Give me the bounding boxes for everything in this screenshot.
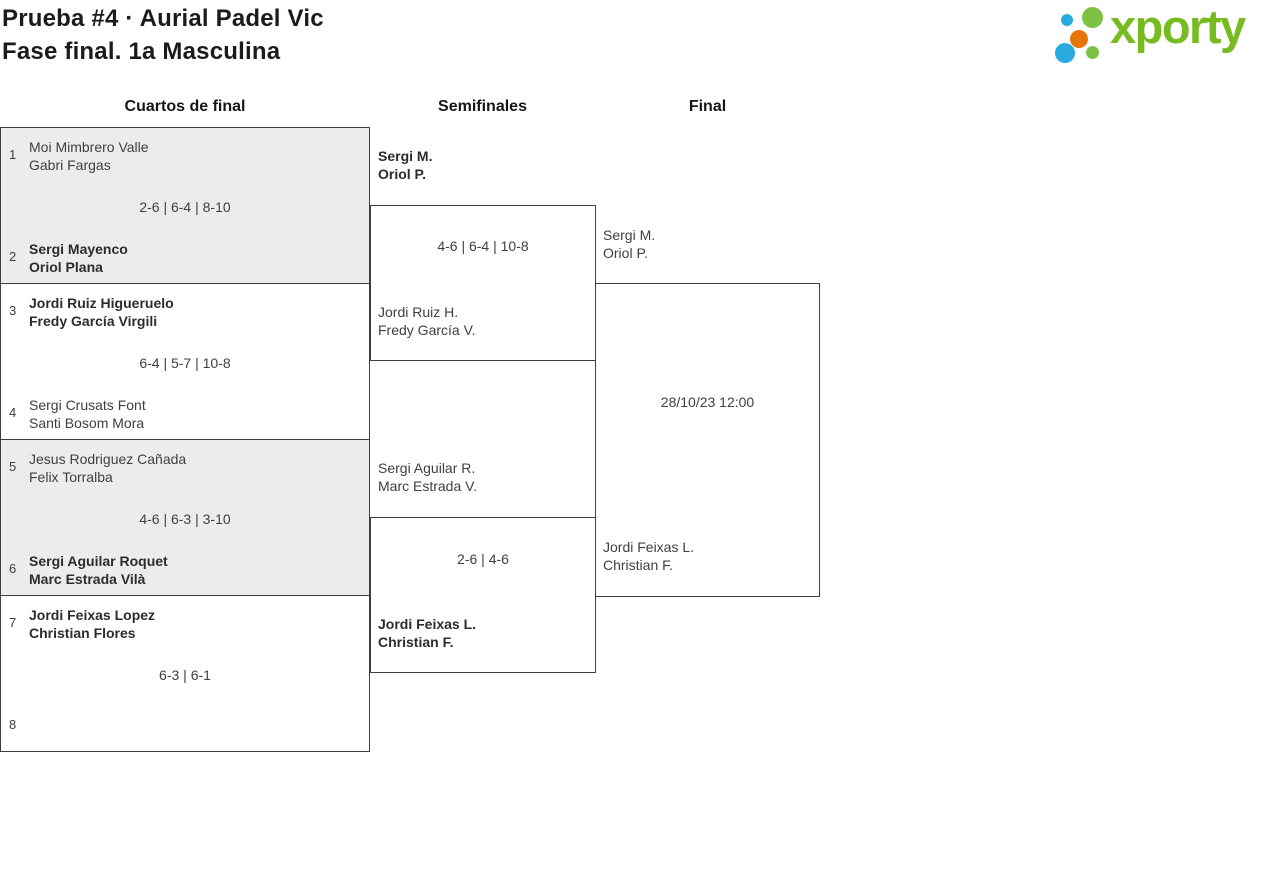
seed-number: 5	[9, 459, 17, 474]
player-name: Santi Bosom Mora	[29, 415, 145, 431]
team-names: Sergi Crusats Font Santi Bosom Mora	[29, 396, 146, 432]
sf1-team-top-winner: Sergi M. Oriol P.	[378, 147, 432, 183]
player-name: Oriol Plana	[29, 259, 103, 275]
match-score: 2-6 | 6-4 | 8-10	[139, 199, 231, 215]
sf2-team-top: Sergi Aguilar R. Marc Estrada V.	[378, 459, 477, 495]
seed-number: 1	[9, 147, 17, 162]
team-names-winner: Jordi Ruiz Higueruelo Fredy García Virgi…	[29, 294, 174, 330]
seed-number: 2	[9, 249, 17, 264]
page-title-line2: Fase final. 1a Masculina	[2, 38, 281, 65]
final-match	[595, 283, 820, 597]
player-name: Fredy García V.	[378, 322, 476, 338]
seed-number: 6	[9, 561, 17, 576]
player-name: Jordi Ruiz H.	[378, 304, 459, 320]
player-name: Jordi Feixas Lopez	[29, 607, 156, 623]
team-names: Moi Mimbrero Valle Gabri Fargas	[29, 138, 149, 174]
team-names-winner: Jordi Feixas Lopez Christian Flores	[29, 606, 155, 642]
player-name: Jesus Rodriguez Cañada	[29, 451, 187, 467]
player-name: Jordi Ruiz Higueruelo	[29, 295, 174, 311]
xporty-logo[interactable]: xporty	[1048, 0, 1276, 71]
quarterfinal-match-3: 5 Jesus Rodriguez Cañada Felix Torralba …	[0, 439, 370, 596]
player-name: Jordi Feixas L.	[603, 539, 695, 555]
seed-number: 7	[9, 615, 17, 630]
seed-number: 4	[9, 405, 17, 420]
logo-dot-green-large	[1082, 7, 1103, 28]
page-title-line1: Prueba #4 · Aurial Padel Vic	[2, 5, 324, 32]
player-name: Christian F.	[603, 557, 674, 573]
player-name: Sergi Crusats Font	[29, 397, 146, 413]
team-names-winner: Sergi Mayenco Oriol Plana	[29, 240, 128, 276]
quarterfinal-match-2: 3 Jordi Ruiz Higueruelo Fredy García Vir…	[0, 283, 370, 440]
sf2-score: 2-6 | 4-6	[457, 551, 509, 567]
semifinal-match-1	[370, 205, 596, 361]
match-score: 6-4 | 5-7 | 10-8	[139, 355, 231, 371]
player-name: Moi Mimbrero Valle	[29, 139, 149, 155]
seed-number: 3	[9, 303, 17, 318]
semifinal-match-2	[370, 517, 596, 673]
player-name: Sergi M.	[378, 148, 433, 164]
player-name: Sergi Mayenco	[29, 241, 128, 257]
page-title: Prueba #4 · Aurial Padel Vic Fase final.…	[2, 2, 324, 68]
sf2-team-bottom-winner: Jordi Feixas L. Christian F.	[378, 615, 476, 651]
logo-dot-green-small	[1086, 46, 1099, 59]
player-name: Oriol P.	[378, 166, 426, 182]
player-name: Marc Estrada Vilà	[29, 571, 146, 587]
player-name: Christian F.	[378, 634, 454, 650]
player-name: Fredy García Virgili	[29, 313, 158, 329]
player-name: Gabri Fargas	[29, 157, 111, 173]
team-names-winner: Sergi Aguilar Roquet Marc Estrada Vilà	[29, 552, 168, 588]
match-score: 6-3 | 6-1	[159, 667, 211, 683]
player-name: Marc Estrada V.	[378, 478, 478, 494]
player-name: Felix Torralba	[29, 469, 113, 485]
logo-text: xporty	[1110, 0, 1246, 53]
sf1-team-bottom: Jordi Ruiz H. Fredy García V.	[378, 303, 476, 339]
match-score: 4-6 | 6-3 | 3-10	[139, 511, 231, 527]
final-schedule: 28/10/23 12:00	[660, 394, 755, 410]
quarterfinal-match-4: 7 Jordi Feixas Lopez Christian Flores 6-…	[0, 595, 370, 752]
column-header-semifinals: Semifinales	[438, 98, 527, 115]
column-header-final: Final	[688, 98, 727, 115]
player-name: Sergi Aguilar Roquet	[29, 553, 168, 569]
player-name: Sergi M.	[603, 227, 656, 243]
final-team-bottom: Jordi Feixas L. Christian F.	[603, 538, 694, 574]
seed-number: 8	[9, 717, 17, 732]
logo-dot-orange	[1070, 30, 1088, 48]
logo-dot-blue-small	[1061, 14, 1073, 26]
final-team-top: Sergi M. Oriol P.	[603, 226, 655, 262]
player-name: Christian Flores	[29, 625, 136, 641]
player-name: Sergi Aguilar R.	[378, 460, 476, 476]
player-name: Jordi Feixas L.	[378, 616, 477, 632]
quarterfinal-match-1: 1 Moi Mimbrero Valle Gabri Fargas 2-6 | …	[0, 127, 370, 284]
player-name: Oriol P.	[603, 245, 648, 261]
column-header-quarterfinals: Cuartos de final	[124, 98, 246, 115]
sf1-score: 4-6 | 6-4 | 10-8	[437, 238, 529, 254]
logo-dot-blue-large	[1055, 43, 1075, 63]
team-names: Jesus Rodriguez Cañada Felix Torralba	[29, 450, 186, 486]
